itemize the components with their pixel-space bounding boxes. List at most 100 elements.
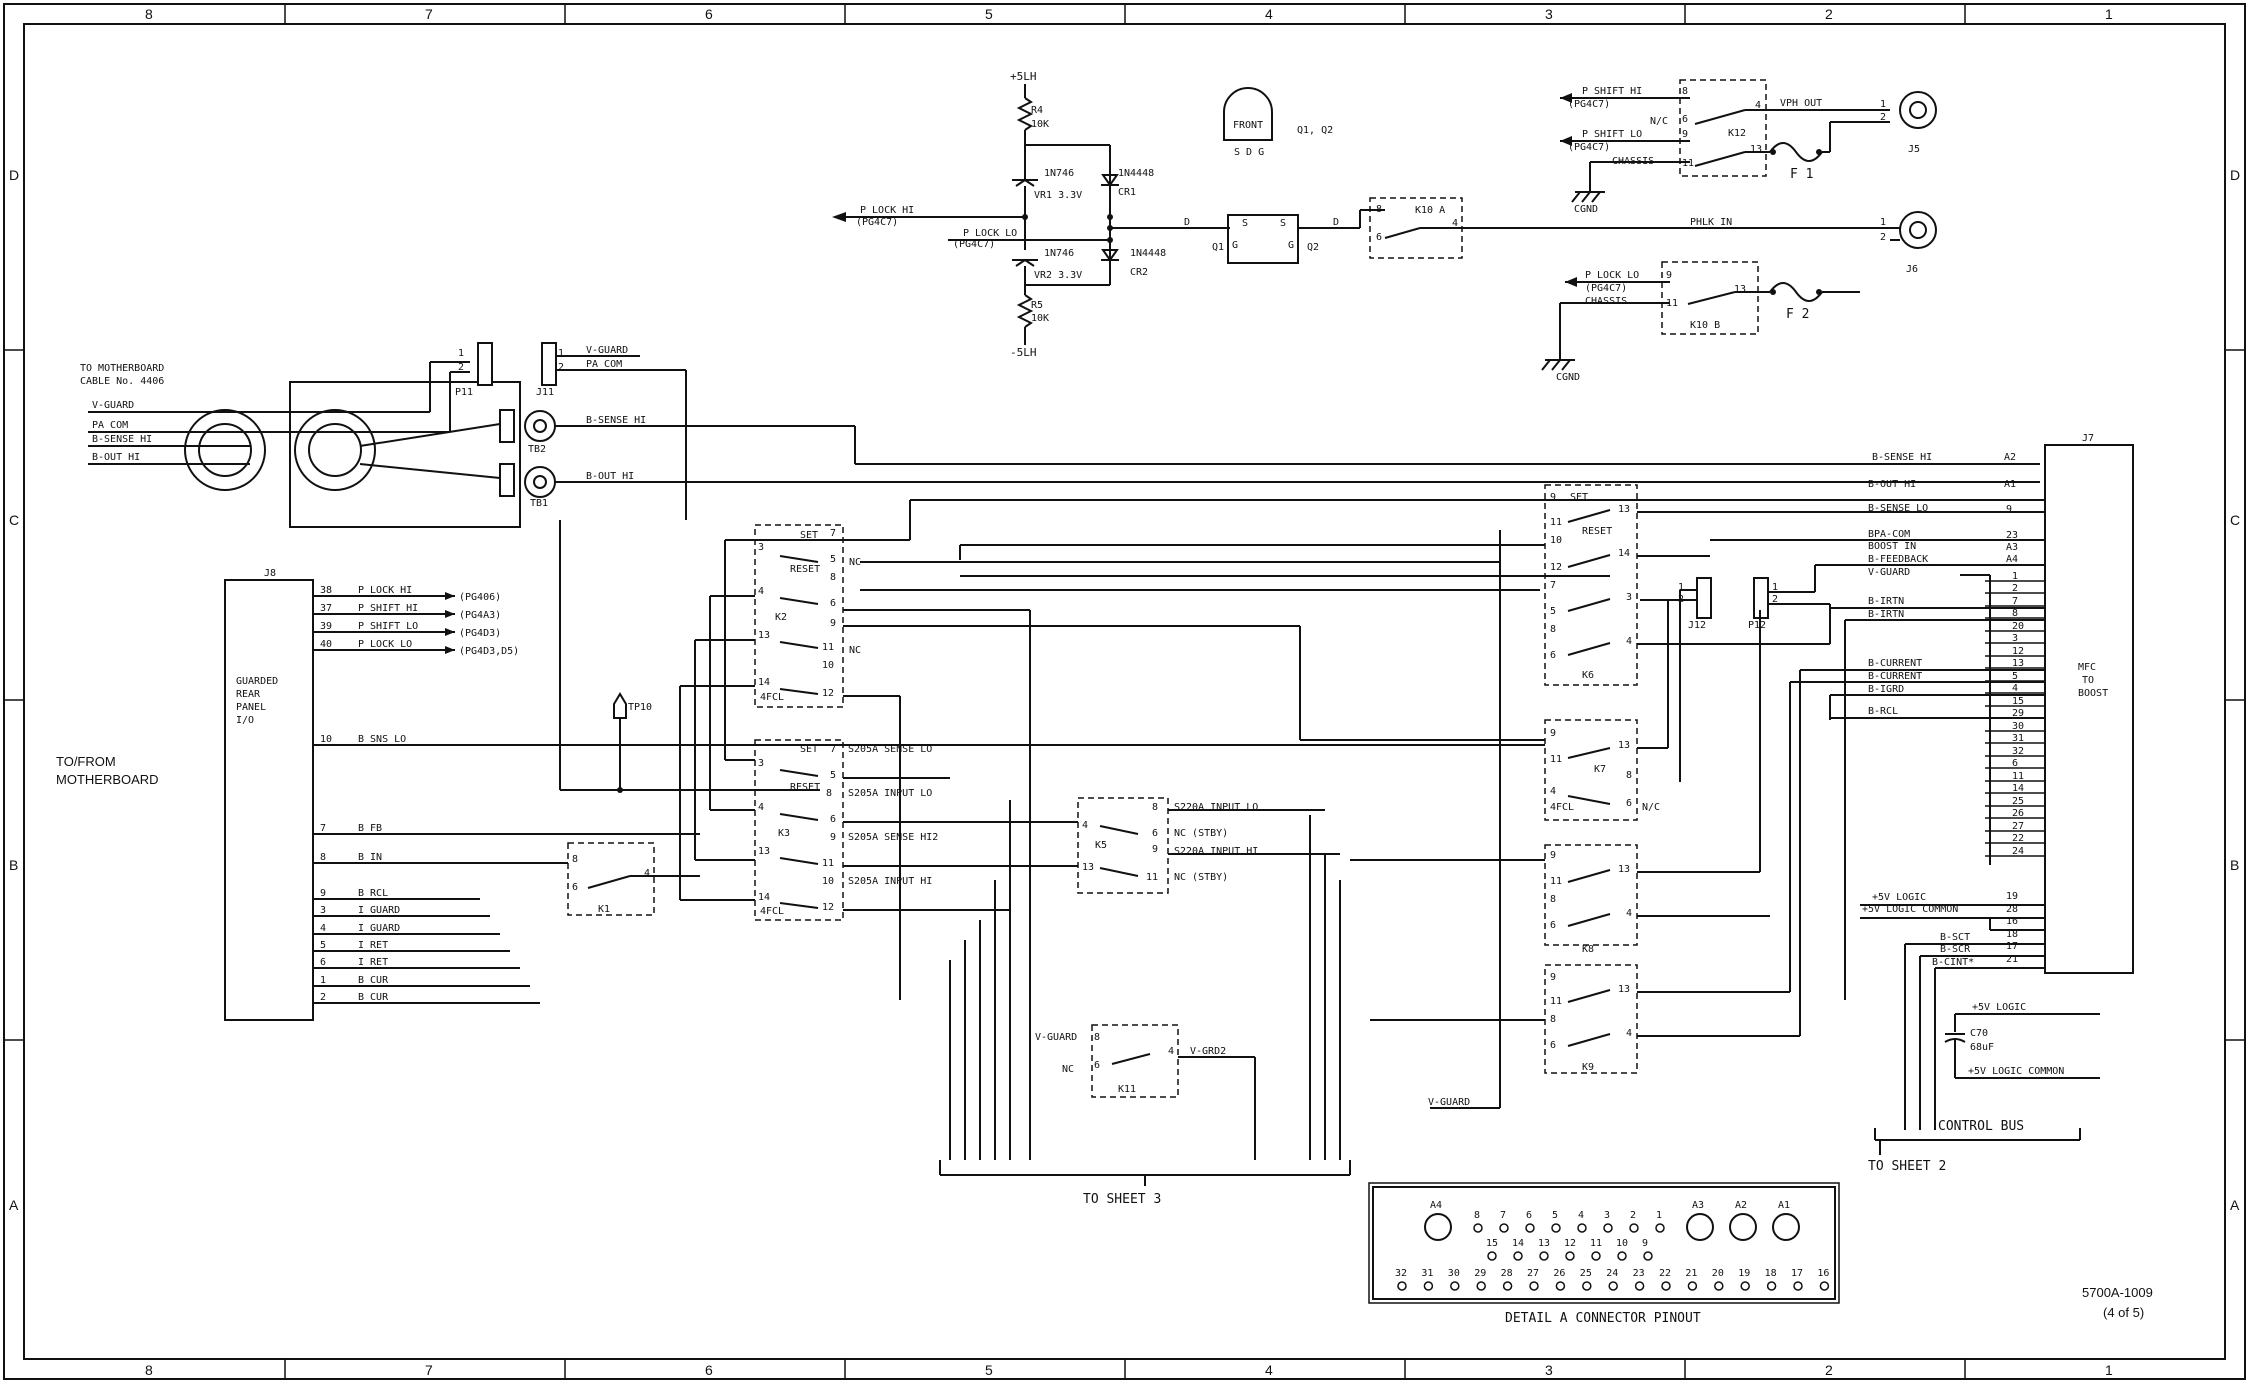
pin-hole [1643,1251,1653,1261]
pin-label: 20 [1712,1268,1724,1279]
svg-text:B: B [9,857,18,873]
svg-text:B-SENSE LO: B-SENSE LO [1868,503,1928,514]
j8-pin-number: 40 [320,639,332,650]
svg-text:TO: TO [2082,675,2094,686]
svg-text:TB2: TB2 [528,444,546,455]
svg-text:K9: K9 [1582,1062,1594,1073]
svg-text:Q1: Q1 [1212,242,1224,253]
svg-text:13: 13 [1618,504,1630,515]
pin-hole [1819,1281,1830,1291]
svg-text:4: 4 [1626,636,1632,647]
svg-text:10: 10 [1550,535,1562,546]
pin-label: 4 [1578,1210,1584,1221]
j8-pin-name: P SHIFT HI [358,603,418,614]
svg-text:V-GUARD: V-GUARD [1035,1032,1077,1043]
svg-text:8: 8 [1152,802,1158,813]
svg-text:B-CURRENT: B-CURRENT [1868,658,1922,669]
svg-text:12: 12 [822,902,834,913]
pin-hole [1582,1281,1592,1291]
svg-text:9: 9 [1550,972,1556,983]
svg-text:6: 6 [1550,920,1556,931]
connector-j7: J7 MFC TO BOOST [1960,433,2134,974]
j8-pin-name: B RCL [358,888,388,899]
j8-pin-name: I RET [358,957,388,968]
pin-label: 25 [1580,1268,1592,1279]
pin-hole [1603,1223,1613,1233]
svg-text:NC: NC [849,645,861,656]
connector-j8: J8 GUARDED REAR PANEL I/O TO/FROM MOTHER… [56,568,314,1021]
svg-text:11: 11 [822,642,834,653]
svg-text:SET: SET [800,530,818,541]
svg-text:13: 13 [1734,284,1746,295]
j8-pin-number: 5 [320,940,326,951]
pin-label: 22 [1659,1268,1671,1279]
svg-text:2: 2 [1772,594,1778,605]
svg-text:10K: 10K [1031,313,1049,324]
svg-text:B-IRTN: B-IRTN [1868,609,1904,620]
svg-text:+5V LOGIC: +5V LOGIC [1872,892,1926,903]
svg-text:TO/FROM: TO/FROM [56,754,116,769]
pin-hole [1397,1281,1407,1291]
svg-text:1: 1 [2105,6,2113,22]
j8-pin-number: 39 [320,621,332,632]
svg-text:2: 2 [1880,232,1886,243]
j7-pin-number: 1 [2012,571,2018,582]
pin-hole [1450,1281,1460,1291]
svg-text:NC: NC [849,557,861,568]
svg-text:NC: NC [1062,1064,1074,1075]
svg-text:8: 8 [145,6,153,22]
svg-text:A: A [2230,1197,2240,1213]
j8-pin-number: 2 [320,992,326,1003]
svg-text:GUARDED: GUARDED [236,676,278,687]
svg-text:11: 11 [822,858,834,869]
j7-pin-list: 923A3A4127820312135415293031326111425262… [1985,504,2045,965]
j7-pin-number: 21 [2006,954,2018,965]
svg-text:8: 8 [1550,894,1556,905]
svg-text:7: 7 [1550,580,1556,591]
pin-hole [1423,1281,1434,1291]
j7-pin-number: 16 [2006,916,2018,927]
svg-text:B-SENSE HI: B-SENSE HI [1872,452,1932,463]
pin-hole [1661,1281,1671,1291]
svg-text:68uF: 68uF [1970,1042,1994,1053]
svg-text:BOOST: BOOST [2078,688,2108,699]
svg-text:S205A SENSE LO: S205A SENSE LO [848,744,932,755]
svg-text:9: 9 [1152,844,1158,855]
svg-text:11: 11 [1146,872,1158,883]
svg-text:8: 8 [1094,1032,1100,1043]
svg-text:9: 9 [1550,850,1556,861]
svg-text:SET: SET [1570,492,1588,503]
j7-pin-number: 8 [2012,608,2018,619]
svg-text:P LOCK LO: P LOCK LO [963,228,1017,239]
svg-text:12: 12 [822,688,834,699]
j8-pin-name: I GUARD [358,923,400,934]
j7-pin-number: 19 [2006,891,2018,902]
svg-text:1N4448: 1N4448 [1130,248,1166,259]
svg-text:S: S [1242,218,1248,229]
svg-text:G: G [1232,240,1238,251]
svg-text:8: 8 [1376,204,1382,215]
pin-label: 24 [1606,1268,1618,1279]
relay-k12: P SHIFT HI (PG4C7) P SHIFT LO (PG4C7) CH… [1560,79,1937,215]
svg-text:14: 14 [1618,548,1630,559]
large-pin-hole [1686,1213,1714,1241]
j8-pin-number: 3 [320,905,326,916]
pin-label: 17 [1791,1268,1803,1279]
pin-label: 8 [1474,1210,1480,1221]
svg-text:S D G: S D G [1234,147,1264,158]
svg-text:S: S [1280,218,1286,229]
svg-text:1N746: 1N746 [1044,168,1074,179]
svg-text:12: 12 [1550,562,1562,573]
pin-label: 10 [1616,1238,1628,1249]
svg-text:(PG4C7): (PG4C7) [856,217,898,228]
svg-text:+5V LOGIC COMMON: +5V LOGIC COMMON [1862,904,1958,915]
j8-pin-name: B SNS LO [358,734,406,745]
cable-assembly: TO MOTHERBOARD CABLE No. 4406 V-GUARD PA… [80,342,2040,790]
svg-text:B-CINT*: B-CINT* [1932,957,1974,968]
pin-hole [1525,1223,1535,1233]
pin-hole [1793,1281,1803,1291]
svg-text:PANEL: PANEL [236,702,266,713]
j7-pin-number: 18 [2006,929,2018,940]
svg-text:V-GUARD: V-GUARD [1428,1097,1470,1108]
relay-k10b: 1 2 J6 P LOCK LO (PG4C7) CHASSIS CGND 9 … [1541,211,1937,383]
